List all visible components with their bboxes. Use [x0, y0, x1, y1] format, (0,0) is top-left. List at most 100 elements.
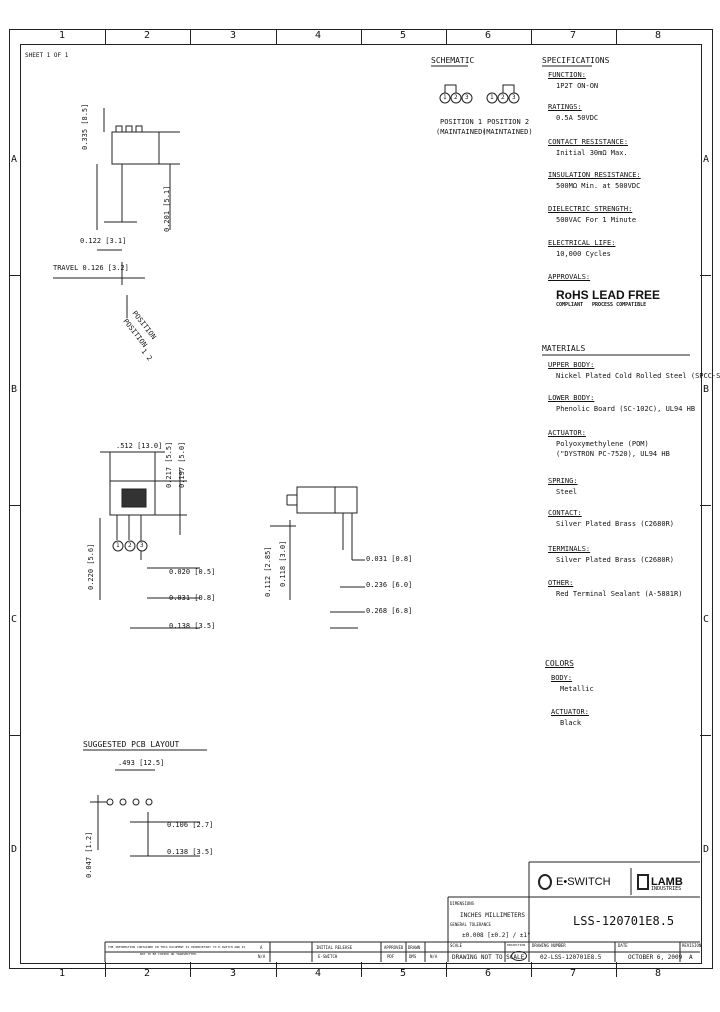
- column-tick: [190, 962, 191, 977]
- column-marker: 7: [570, 30, 577, 41]
- rev-history-na: N/A: [258, 954, 266, 959]
- material-heading: TERMINALS:: [548, 545, 591, 553]
- spec-heading: INSULATION RESISTANCE:: [548, 171, 641, 179]
- eswitch-logo: E•SWITCH: [538, 874, 611, 890]
- material-value: Red Terminal Sealant (A-5881R): [556, 590, 683, 598]
- column-marker: 6: [485, 30, 492, 41]
- color-value: Black: [560, 719, 582, 727]
- row-marker: B: [11, 384, 18, 395]
- pin-label-3: 3: [465, 94, 469, 101]
- color-heading: BODY:: [551, 674, 573, 682]
- spec-value: 0.5A 50VDC: [556, 114, 599, 122]
- dim-pin-height: 0.220 [5.6]: [87, 543, 95, 590]
- lamb-sub: INDUSTRIES: [651, 886, 682, 892]
- dim-side-3: 0.031 [0.8]: [366, 555, 413, 563]
- drawing-number: 02-LSS-120701E8.5: [540, 954, 602, 961]
- column-marker: 8: [655, 968, 662, 979]
- revision-value: A: [689, 954, 693, 961]
- front-pin-3: 3: [140, 542, 144, 549]
- rohs-logo: RoHS: [556, 288, 589, 302]
- pcb-dim-1: .493 [12.5]: [118, 759, 165, 767]
- confidential-note-2: NOT TO BE COPIED OR TRANSMITTED.: [140, 952, 198, 956]
- row-tick: [9, 505, 20, 506]
- drawn-value: DMS: [409, 954, 417, 959]
- column-tick: [445, 29, 447, 44]
- pin-label-3b: 3: [512, 94, 516, 101]
- row-tick: [700, 275, 711, 276]
- material-value: Phenolic Board (SC-102C), UL94 HB: [556, 405, 696, 413]
- column-tick: [190, 29, 191, 44]
- column-tick: [360, 962, 362, 977]
- initial-release: INITIAL RELEASE: [316, 945, 353, 950]
- date-label: DATE: [618, 943, 628, 948]
- material-value: Nickel Plated Cold Rolled Steel (SPCC-SD…: [556, 372, 720, 380]
- revision-label: REVISION: [682, 943, 702, 948]
- process-label: PROCESS COMPATIBLE: [592, 302, 647, 308]
- material-heading: ACTUATOR:: [548, 429, 586, 437]
- row-marker: C: [703, 614, 710, 625]
- position-2-label: POSITION 2: [487, 118, 530, 126]
- dim-height-1: 0.335 [8.5]: [81, 103, 89, 150]
- confidential-note: THE INFORMATION CONTAINED IN THIS DOCUME…: [108, 945, 246, 949]
- dim-width: .512 [13.0]: [116, 442, 163, 450]
- material-heading: OTHER:: [548, 579, 574, 587]
- column-marker: 4: [315, 30, 322, 41]
- column-marker: 2: [144, 30, 151, 41]
- spec-heading: ELECTRICAL LIFE:: [548, 239, 616, 247]
- materials-title: MATERIALS: [542, 344, 586, 353]
- material-value: Silver Plated Brass (C2680R): [556, 520, 675, 528]
- column-marker: 8: [655, 30, 662, 41]
- specifications-title: SPECIFICATIONS: [542, 56, 610, 65]
- material-value: Steel: [556, 488, 578, 496]
- spec-value: 500VAC For 1 Minute: [556, 216, 637, 224]
- dim-front-height-2: 0.197 [5.0]: [178, 441, 186, 488]
- scale-value: DRAWING NOT TO SCALE: [452, 954, 525, 961]
- row-marker: D: [11, 844, 18, 855]
- pin-label-1: 1: [443, 94, 447, 101]
- ecn-value: N/A: [430, 954, 438, 959]
- pcb-dim-2: 0.047 [1.2]: [85, 831, 93, 878]
- row-marker: A: [703, 154, 710, 165]
- column-marker: 6: [485, 968, 492, 979]
- tolerance-value: ±0.008 [±0.2] / ±1°: [462, 932, 531, 939]
- column-marker: 3: [230, 30, 237, 41]
- row-tick: [700, 505, 711, 506]
- projection-label: PROJECTION: [507, 943, 526, 947]
- compliant-label: COMPLIANT: [556, 302, 584, 308]
- column-tick: [275, 962, 277, 977]
- position-1-sub: (MAINTAINED): [436, 128, 487, 136]
- front-pin-1: 1: [116, 542, 120, 549]
- spec-value: 1P2T ON-ON: [556, 82, 599, 90]
- column-tick: [104, 29, 106, 44]
- eswitch-icon: [538, 874, 552, 890]
- row-tick: [9, 275, 20, 276]
- material-heading: SPRING:: [548, 477, 578, 485]
- approved-label: APPROVED: [384, 945, 404, 950]
- part-number: LSS-120701E8.5: [573, 914, 675, 928]
- pcb-dim-4: 0.138 [3.5]: [167, 848, 214, 856]
- dim-pin-3: 0.138 [3.5]: [169, 622, 216, 630]
- dim-side-2: 0.118 [3.0]: [279, 540, 287, 587]
- manufacturer: E-SWITCH: [318, 954, 338, 959]
- column-marker: 1: [59, 30, 66, 41]
- pcb-dim-3: 0.106 [2.7]: [167, 821, 214, 829]
- drawn-label: DRAWN: [408, 945, 421, 950]
- row-marker: D: [703, 844, 710, 855]
- dim-actuator: 0.122 [3.1]: [80, 237, 127, 245]
- row-tick: [9, 735, 20, 736]
- color-value: Metallic: [560, 685, 594, 693]
- projection-icon: [511, 951, 527, 961]
- front-pin-2: 2: [128, 542, 132, 549]
- date-value: OCTOBER 6, 2009: [628, 954, 683, 961]
- material-heading: LOWER BODY:: [548, 394, 595, 402]
- approved-value: PDF: [387, 954, 395, 959]
- position-2-sub: (MAINTAINED): [482, 128, 533, 136]
- spec-heading: RATINGS:: [548, 103, 582, 111]
- column-tick: [360, 29, 362, 44]
- column-marker: 2: [144, 968, 151, 979]
- rev-history-a: A: [260, 945, 263, 950]
- units-label: DIMENSIONS: [450, 901, 475, 906]
- column-marker: 5: [400, 30, 407, 41]
- colors-title: COLORS: [545, 659, 574, 668]
